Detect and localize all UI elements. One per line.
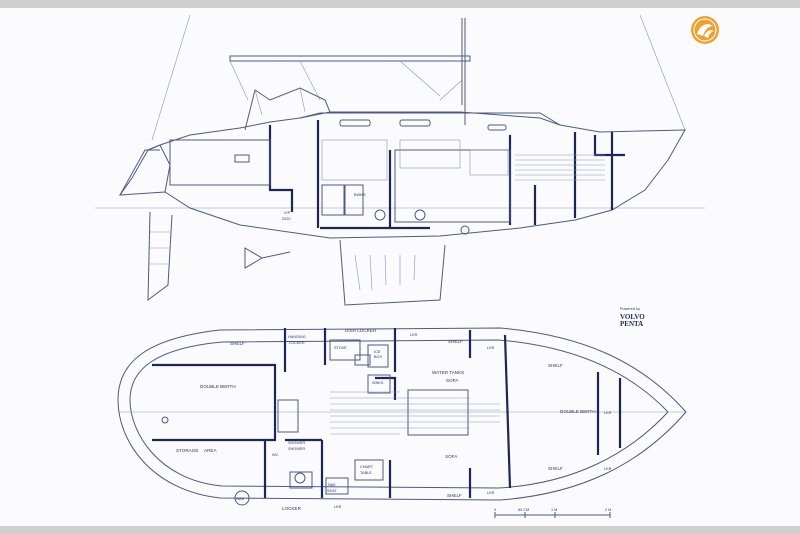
label-lkr-6: LKR: [487, 491, 495, 495]
label-lkr-1: LKR: [410, 333, 418, 337]
top-border: [0, 0, 800, 8]
scale-label-0: 0: [494, 508, 496, 512]
label-lkr-4: LKR: [604, 467, 612, 471]
label-ice: ICE: [374, 350, 381, 354]
scale-bar: 0 50 CM 1 M 2 M: [494, 508, 611, 518]
label-shower-1: SHOWER: [288, 441, 305, 445]
label-nav: NAV: [328, 483, 336, 487]
label-shelf-4: SHELF: [548, 466, 563, 471]
label-shelf-port-aft: SHELF: [230, 341, 245, 346]
label-shelf-2: SHELF: [448, 339, 463, 344]
scale-label-50cm: 50 CM: [518, 508, 529, 512]
bottom-border: [0, 526, 800, 534]
scale-label-1m: 1 M: [551, 508, 557, 512]
label-double-berth-fwd: DOUBLE BERTH: [560, 409, 596, 414]
label-water-tanks: WATER TANKS: [432, 370, 464, 375]
label-shower-2: SHOWER: [288, 447, 305, 451]
label-storage: STORAGE: [176, 448, 198, 453]
label-hanging: HANGING: [288, 335, 306, 339]
label-gas: GAS: [236, 497, 244, 501]
vp-model-label: 2020: [282, 217, 290, 221]
label-seat: SEAT: [327, 489, 337, 493]
label-shelf-3: SHELF: [548, 363, 563, 368]
label-lkr-5: LKR: [334, 505, 342, 509]
label-lkr-2: LKR: [487, 346, 495, 350]
volvo-wordmark: VOLVO: [620, 313, 645, 321]
label-shelf-5: SHELF: [447, 493, 462, 498]
label-area: AREA: [204, 448, 217, 453]
engine-brand-block: Powered by VOLVO PENTA: [620, 307, 645, 328]
scale-label-2m: 2 M: [605, 508, 611, 512]
label-sinks: SINKS: [372, 381, 384, 385]
label-double-berth-aft: DOUBLE BERTH: [200, 384, 236, 389]
label-sofa-top: SOFA: [446, 378, 459, 383]
label-dish-locker: DISH LOCKER: [345, 328, 377, 333]
label-locker: LOCKER: [282, 506, 302, 511]
label-box: BOX: [374, 355, 382, 359]
penta-wordmark: PENTA: [620, 320, 643, 328]
label-wc: WC: [272, 453, 279, 457]
label-hanging-locker: LOCKER: [289, 341, 305, 345]
vp-label: V/P: [284, 211, 291, 215]
powered-by-caption: Powered by: [620, 307, 640, 311]
bwms-label: BWMS: [354, 193, 366, 197]
cabin-sole-grating: [330, 391, 500, 435]
side-profile-view: V/P 2020 BWMS: [95, 14, 705, 306]
label-chart: CHART: [360, 465, 374, 469]
orange-circle-logo-icon: [691, 16, 719, 44]
label-sofa-bottom: SOFA: [445, 454, 458, 459]
accommodation-plan-view: 0 50 CM 1 M 2 M SHELF HANGING LOCKER DIS…: [117, 327, 687, 518]
label-lkr-3: LKR: [604, 411, 612, 415]
label-stove: STOVE: [334, 346, 347, 350]
bow-locker-hatching: [515, 154, 605, 181]
label-table: TABLE: [360, 471, 372, 475]
